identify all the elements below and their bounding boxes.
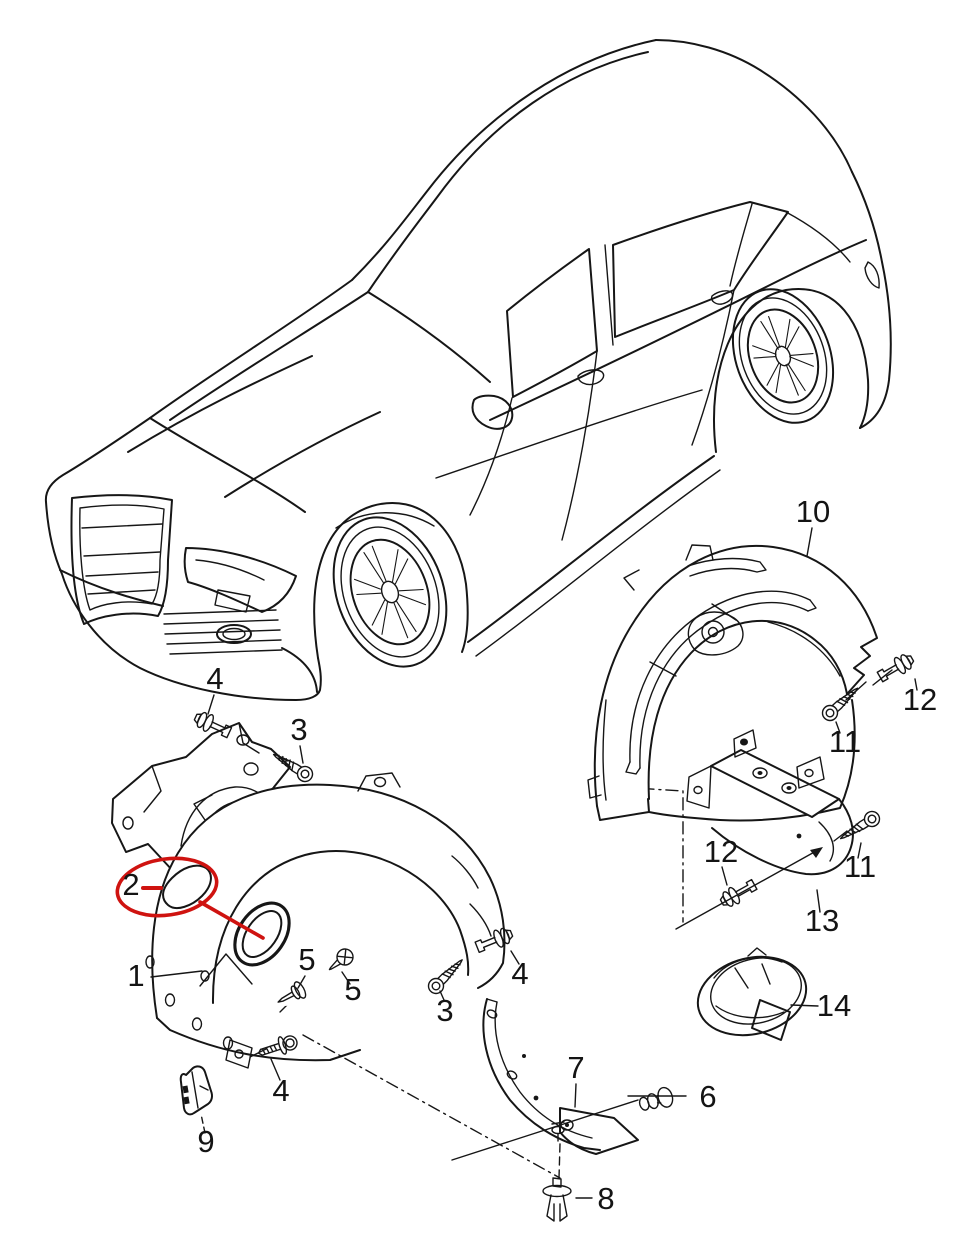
callout-labels: 4 3 2 1 5 5 3 4 4 9 7 6 8 10 11 12 12 11…: [122, 494, 937, 1216]
callout-4-liner-bolt[interactable]: 4: [272, 1073, 289, 1108]
clip-6: [638, 1086, 674, 1111]
callout-9-retainer[interactable]: 9: [197, 1124, 214, 1159]
callout-3-liner-front-screw[interactable]: 3: [436, 993, 453, 1028]
grille: [70, 494, 173, 625]
callout-4-liner-clip[interactable]: 4: [511, 956, 528, 991]
screw-3-liner: [427, 959, 463, 995]
callout-8-expander-rivet[interactable]: 8: [597, 1181, 614, 1216]
callout-3-front-bracket-screw[interactable]: 3: [290, 712, 307, 747]
grommet-hole: [233, 901, 291, 967]
front-wheel-housing-liner: [145, 772, 506, 1069]
rivet-8: [542, 1177, 572, 1222]
clip-12-rear-liner: [876, 654, 915, 683]
callout-10-rear-wheel-liner[interactable]: 10: [796, 494, 830, 529]
callout-1-front-wheel-liner[interactable]: 1: [127, 958, 144, 993]
clip-4-liner: [474, 927, 514, 954]
trim-strip-part: [482, 998, 639, 1155]
rear-wheel: [731, 288, 835, 424]
screw-11-rear-liner: [821, 687, 859, 722]
callout-11-rear-liner-screw[interactable]: 11: [829, 724, 861, 759]
bolt-4: [257, 1035, 298, 1056]
callout-leader-lines: [150, 527, 918, 1199]
stone-guard-bracket-part: [686, 729, 854, 876]
callout-14-cap[interactable]: 14: [817, 988, 851, 1023]
callout-5-liner-screw[interactable]: 5: [344, 972, 361, 1007]
callout-6-trim-clip[interactable]: 6: [699, 1079, 716, 1114]
clip-4-bracket: [193, 711, 233, 739]
callout-5-push-pin[interactable]: 5: [298, 942, 315, 977]
retainer-part: [179, 1065, 213, 1116]
callout-2-highlighted-grommet[interactable]: 2: [122, 867, 139, 902]
cap-part: [696, 947, 808, 1041]
clip-12-bracket: [719, 878, 758, 907]
fasteners: [193, 654, 915, 1222]
car-illustration: [44, 39, 892, 701]
screw-11-bracket: [839, 810, 881, 840]
callout-11-bracket-screw[interactable]: 11: [844, 849, 876, 884]
fog-light: [216, 624, 252, 644]
callout-12-rear-liner-clip[interactable]: 12: [903, 682, 937, 717]
highlight-leader-line: [198, 900, 265, 940]
headlight: [183, 547, 297, 613]
screw-3-bracket: [272, 753, 314, 783]
callout-12-bracket-clip[interactable]: 12: [704, 834, 738, 869]
part-2-highlight: [115, 856, 265, 940]
callout-4-front-bracket-clip[interactable]: 4: [206, 661, 223, 696]
grommet-cover-part: [162, 864, 212, 909]
rear-wheel-housing-liner: [587, 544, 878, 822]
highlight-ellipse: [115, 856, 219, 918]
callout-13-stone-guard-bracket[interactable]: 13: [805, 903, 839, 938]
front-wheel: [332, 516, 448, 668]
callout-7-trim-strip[interactable]: 7: [567, 1050, 584, 1085]
screw-5: [328, 948, 354, 971]
push-pin-5: [277, 981, 307, 1003]
